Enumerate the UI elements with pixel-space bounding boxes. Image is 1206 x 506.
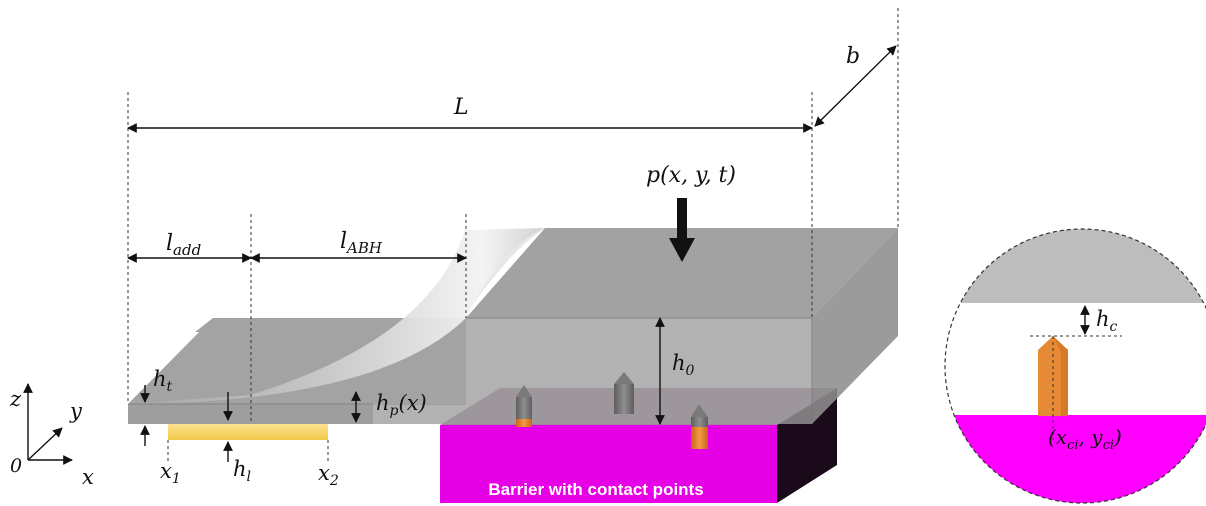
h-0-label: h0 — [672, 351, 695, 379]
barrier-front-face — [440, 425, 777, 503]
zoom-circle-outline — [944, 228, 1206, 504]
x1-label: x1 — [160, 459, 181, 487]
z-axis-label: z — [9, 387, 22, 411]
width-label: b — [846, 44, 860, 69]
contact-point — [516, 385, 532, 427]
x2-label: x2 — [318, 461, 339, 489]
beam-top-face — [466, 228, 898, 318]
zoom-detail: hc (xci, yci) — [944, 228, 1206, 504]
contact-point — [614, 372, 634, 414]
load-arrow — [669, 198, 695, 262]
load-label: p(x, y, t) — [646, 163, 736, 188]
abh-curve-sheet — [128, 228, 545, 404]
zoom-barrier-region — [945, 415, 1206, 503]
coordinate-axes: z y x 0 — [9, 383, 94, 489]
dimension-arrows — [127, 45, 897, 462]
damping-layer — [168, 424, 328, 440]
h-l-label: hl — [233, 457, 251, 485]
contact-points — [516, 372, 708, 449]
contact-point — [691, 404, 708, 449]
beam — [128, 228, 898, 424]
length-label: L — [453, 95, 469, 120]
beam-side-face — [812, 228, 898, 424]
h-p-label: hp(x) — [376, 391, 427, 419]
x-axis-label: x — [82, 465, 94, 489]
y-axis-label: y — [69, 399, 83, 423]
h-t-label: ht — [153, 367, 173, 395]
l-add-label: ladd — [166, 231, 201, 259]
h-c-label: hc — [1096, 307, 1118, 335]
origin-label: 0 — [10, 455, 22, 477]
width-dimension — [814, 45, 897, 127]
zoom-gap-region — [945, 303, 1206, 415]
l-abh-label: lABH — [340, 229, 383, 257]
beam-front-lower-strip — [373, 404, 466, 424]
zoom-beam-region — [945, 229, 1206, 303]
barrier-label: Barrier with contact points — [488, 480, 703, 499]
contact-coordinate-label: (xci, yci) — [1048, 425, 1122, 453]
dimension-labels: L b p(x, y, t) ladd lABH ht hp(x) h0 hl … — [153, 44, 860, 489]
